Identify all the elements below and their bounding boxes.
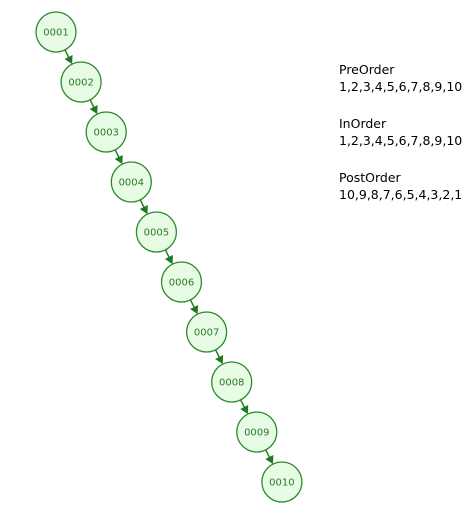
tree-node-0006: 0006 <box>160 261 203 303</box>
preorder-title: PreOrder <box>339 62 395 77</box>
preorder-sequence: 1,2,3,4,5,6,7,8,9,10 <box>339 79 463 94</box>
node-label: 0006 <box>169 278 194 289</box>
node-label: 0004 <box>119 178 144 189</box>
inorder-title: InOrder <box>339 116 387 131</box>
inorder-block: InOrder 1,2,3,4,5,6,7,8,9,10 <box>339 115 462 149</box>
preorder-block: PreOrder 1,2,3,4,5,6,7,8,9,10 <box>339 61 462 95</box>
node-label: 0008 <box>219 378 244 389</box>
arrow-icon <box>139 204 148 215</box>
tree-nodes: 0001 0002 0003 0004 0005 0006 0007 0008 0009 0010 <box>35 11 303 503</box>
arrow-icon <box>64 54 73 65</box>
arrow-icon <box>164 254 173 265</box>
node-circle <box>135 211 178 253</box>
node-circle <box>236 411 278 453</box>
node-label: 0010 <box>269 478 294 489</box>
node-label: 0001 <box>43 28 68 39</box>
postorder-title: PostOrder <box>339 170 401 185</box>
tree-node-0004: 0004 <box>110 161 152 203</box>
node-circle <box>160 261 203 303</box>
node-circle <box>185 311 228 353</box>
node-circle <box>85 111 127 153</box>
tree-node-0005: 0005 <box>135 211 178 253</box>
node-circle <box>60 61 102 103</box>
tree-node-0002: 0002 <box>60 61 102 103</box>
arrow-icon <box>265 454 274 465</box>
node-label: 0007 <box>194 328 219 339</box>
arrow-icon <box>190 304 199 315</box>
node-label: 0005 <box>144 228 169 239</box>
arrow-icon <box>89 104 98 115</box>
node-circle <box>261 461 303 503</box>
node-circle <box>35 11 77 53</box>
node-label: 0002 <box>68 78 93 89</box>
node-label: 0003 <box>93 128 118 139</box>
arrow-icon <box>240 404 249 415</box>
tree-edges <box>64 49 274 465</box>
node-circle <box>110 161 152 203</box>
node-circle <box>211 361 253 403</box>
tree-node-0003: 0003 <box>85 111 127 153</box>
tree-node-0010: 0010 <box>261 461 303 503</box>
arrow-icon <box>114 154 123 165</box>
postorder-sequence: 10,9,8,7,6,5,4,3,2,1 <box>339 187 463 202</box>
node-label: 0009 <box>244 428 269 439</box>
arrow-icon <box>215 354 224 365</box>
inorder-sequence: 1,2,3,4,5,6,7,8,9,10 <box>339 133 463 148</box>
postorder-block: PostOrder 10,9,8,7,6,5,4,3,2,1 <box>339 169 462 203</box>
tree-node-0009: 0009 <box>236 411 278 453</box>
tree-node-0001: 0001 <box>35 11 77 53</box>
tree-node-0008: 0008 <box>211 361 253 403</box>
tree-node-0007: 0007 <box>185 311 228 353</box>
